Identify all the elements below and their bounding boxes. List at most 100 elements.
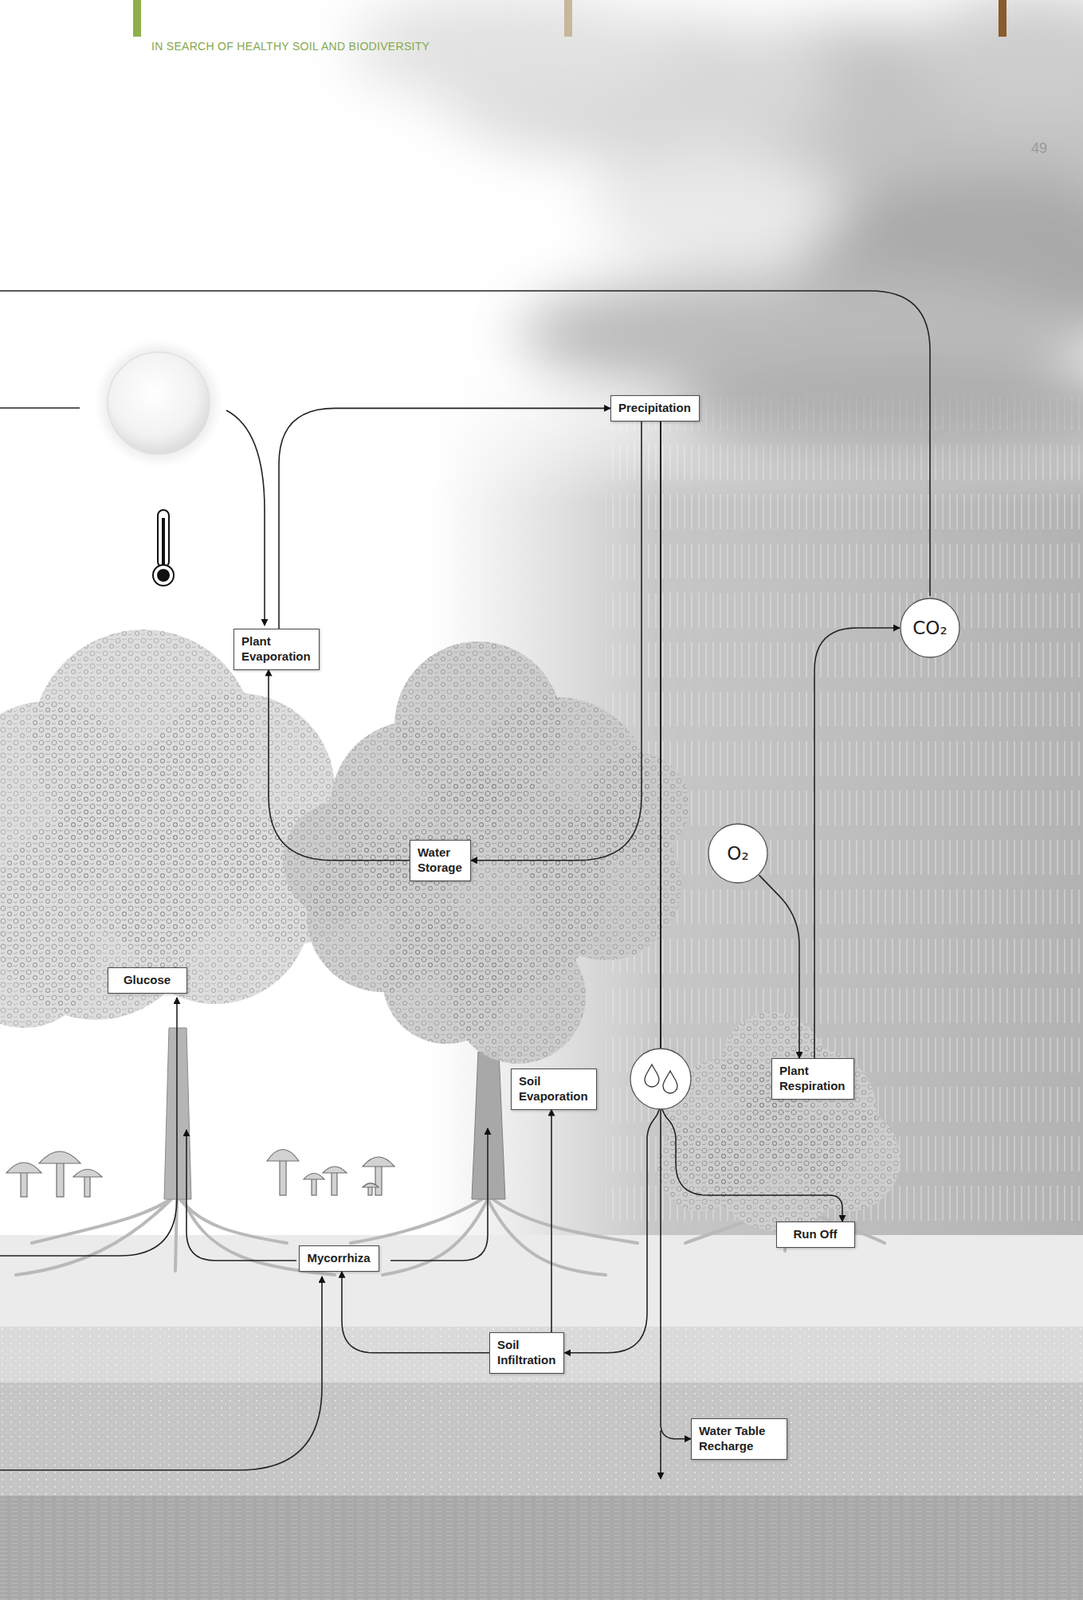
process-box: Glucose xyxy=(107,967,188,994)
roots xyxy=(487,1195,638,1244)
header-bars xyxy=(133,0,142,37)
mushrooms xyxy=(6,1149,395,1198)
flow-arrow xyxy=(564,421,661,1354)
node-text: Glucose xyxy=(115,973,179,989)
process-box: Soil Evaporation xyxy=(510,1068,597,1111)
sky xyxy=(589,151,845,263)
mushrooms xyxy=(6,1162,42,1174)
thermometer-icon xyxy=(156,568,170,582)
header-bars xyxy=(998,0,1007,37)
process-box: Plant Respiration xyxy=(771,1058,855,1100)
thermometer-icon xyxy=(153,565,174,586)
flow-line xyxy=(0,997,177,1256)
process-box: Run Off xyxy=(776,1221,856,1248)
trees xyxy=(282,641,690,1064)
node-text: Mycorrhiza xyxy=(306,1251,371,1267)
flow-arrow xyxy=(470,421,642,861)
node-text: O₂ xyxy=(726,842,749,866)
water-drop-icon xyxy=(630,1048,691,1110)
soil-layers xyxy=(0,1235,1083,1327)
water-drop-icon xyxy=(644,1064,660,1087)
flow-arrow xyxy=(814,627,900,1059)
flow-line xyxy=(0,1276,322,1471)
flow-line xyxy=(0,290,930,597)
mushrooms xyxy=(375,1165,382,1196)
process-box: Mycorrhiza xyxy=(298,1245,380,1272)
flow-arrow xyxy=(660,421,691,1440)
flow-arrow xyxy=(550,1110,553,1334)
trees xyxy=(657,1012,901,1232)
water-drop-icon xyxy=(663,1071,678,1094)
soil-layers xyxy=(0,1495,1083,1600)
trees xyxy=(471,1051,506,1200)
water-drop-icon xyxy=(630,1048,691,1110)
page-number: 49 xyxy=(1031,140,1048,157)
circle-outline xyxy=(708,824,768,883)
mushrooms xyxy=(20,1171,28,1197)
node-text: Water Storage xyxy=(417,845,463,876)
sun xyxy=(107,352,210,455)
process-box: Plant Evaporation xyxy=(233,628,320,671)
circle-outline xyxy=(900,598,960,658)
flow-line xyxy=(186,1130,297,1261)
process-box: Water Table Recharge xyxy=(690,1418,788,1460)
process-box: Precipitation xyxy=(610,395,700,422)
flow-line xyxy=(226,410,265,626)
trees xyxy=(282,641,690,1064)
soil-layers xyxy=(0,1235,1083,1600)
mushrooms xyxy=(311,1177,317,1196)
node-text: Soil Evaporation xyxy=(518,1074,589,1105)
mushrooms xyxy=(266,1149,299,1162)
soil-layers xyxy=(0,1326,1083,1383)
node-text: Plant Evaporation xyxy=(241,634,311,665)
sun xyxy=(101,345,216,461)
process-box: Water Storage xyxy=(409,839,471,882)
header-bars xyxy=(133,0,1007,37)
process-box: Soil Infiltration xyxy=(489,1332,565,1374)
gas-circle: O₂ xyxy=(707,823,769,884)
trees xyxy=(164,1028,192,1200)
gas-circle: CO₂ xyxy=(899,597,961,659)
node-text: CO₂ xyxy=(912,616,947,640)
node-text: Water Table Recharge xyxy=(698,1424,779,1455)
node-text: Run Off xyxy=(784,1227,847,1243)
soil-layers xyxy=(0,1326,1083,1383)
mushrooms xyxy=(73,1169,103,1178)
mushrooms xyxy=(322,1166,347,1174)
flow-arrow xyxy=(759,875,800,1059)
roots xyxy=(31,1195,177,1244)
mushrooms xyxy=(39,1151,81,1164)
roots xyxy=(382,1199,488,1276)
mushrooms xyxy=(331,1171,338,1196)
flow-arrow xyxy=(341,1271,490,1354)
sun xyxy=(101,345,216,461)
flow-arrow xyxy=(278,408,611,629)
thermometer-icon xyxy=(161,517,165,569)
flow-line xyxy=(390,1128,488,1261)
roots xyxy=(487,1199,606,1276)
thermometer-icon xyxy=(153,510,174,586)
node-text: Precipitation xyxy=(618,400,691,416)
mushrooms xyxy=(56,1161,64,1197)
node-text: Soil Infiltration xyxy=(497,1338,556,1369)
flow-line xyxy=(0,407,80,409)
mushrooms xyxy=(279,1159,287,1196)
mushrooms xyxy=(362,1183,379,1188)
trees xyxy=(0,629,901,1232)
soil-layers xyxy=(0,1382,1083,1496)
soil-layers xyxy=(0,1382,1083,1496)
roots xyxy=(15,1199,172,1276)
mushrooms xyxy=(303,1173,325,1181)
mushrooms xyxy=(84,1175,91,1197)
soil-layers xyxy=(0,1495,1083,1600)
flow-arrow xyxy=(268,670,410,861)
running-header: IN SEARCH OF HEALTHY SOIL AND BIODIVERSI… xyxy=(151,39,430,53)
header-bars xyxy=(564,0,573,37)
roots xyxy=(350,1195,488,1244)
mushrooms xyxy=(362,1157,395,1167)
flow-line xyxy=(659,1430,662,1480)
node-text: Plant Respiration xyxy=(779,1063,846,1095)
trees xyxy=(657,1012,901,1232)
